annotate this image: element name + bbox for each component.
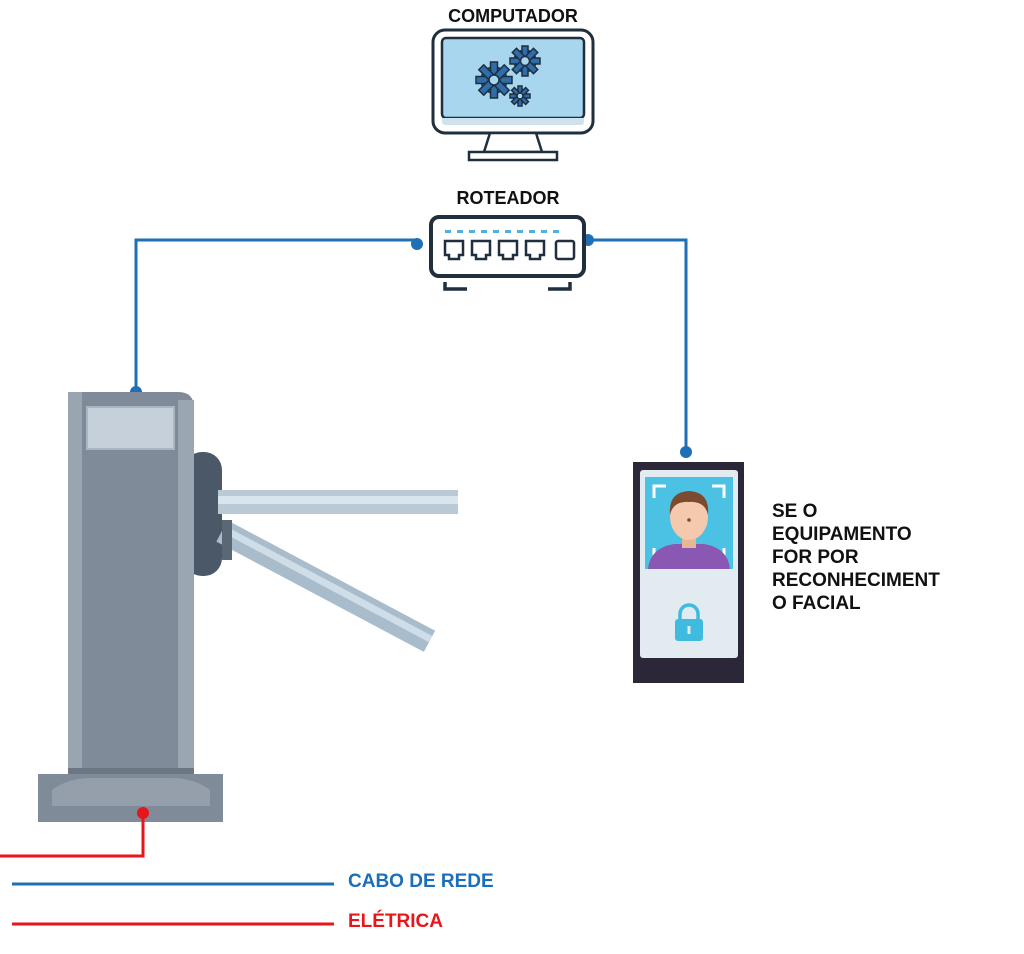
turnstile-icon [38, 392, 458, 822]
note-line: EQUIPAMENTO [772, 524, 912, 545]
facial-recognition-terminal-icon [633, 462, 744, 683]
legend-network-label: CABO DE REDE [348, 871, 494, 892]
lock-icon [675, 603, 703, 641]
note-line: FOR POR [772, 547, 859, 568]
computer-label: COMPUTADOR [448, 6, 578, 26]
note-line: RECONHECIMENT [772, 570, 940, 591]
router-label: ROTEADOR [456, 188, 560, 208]
note-line: O FACIAL [772, 593, 861, 614]
computer-monitor-icon [431, 28, 595, 162]
note-line: SE O [772, 501, 818, 522]
legend-electric-label: ELÉTRICA [348, 911, 443, 932]
network-cables [134, 238, 688, 452]
router-icon [429, 215, 586, 291]
network-cable-endpoints [130, 234, 692, 458]
gears-icon [475, 45, 541, 107]
electric-cable [0, 807, 149, 858]
facial-recognition-note: SE O EQUIPAMENTO FOR POR RECONHECIMENT O… [772, 500, 940, 615]
